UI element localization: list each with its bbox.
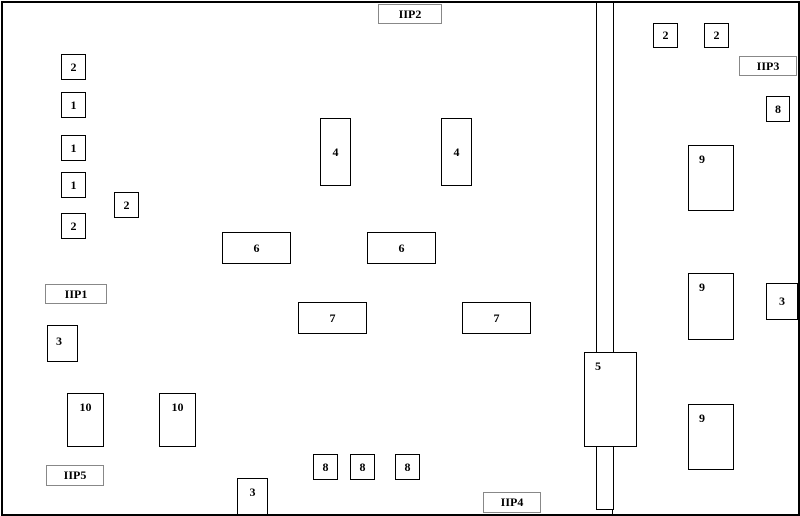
block-1: 1 [61,135,86,161]
block-4: 4 [320,118,351,186]
block-2: 2 [704,23,729,48]
block-3: 3 [766,283,798,320]
block-1: 1 [61,172,86,198]
block-2: 2 [61,54,86,80]
block-1: 1 [61,92,86,118]
block-7: 7 [298,302,367,334]
block-6: 6 [367,232,436,264]
block-8: 8 [395,454,420,480]
label-ip1: IIP1 [45,284,107,304]
block-9: 9 [688,273,734,340]
block-5: 5 [584,352,637,447]
block-10: 10 [67,393,104,447]
block-8: 8 [766,96,790,122]
block-6: 6 [222,232,291,264]
block-2: 2 [61,213,86,239]
block-9: 9 [688,145,734,211]
block-2: 2 [653,23,678,48]
block-3: 3 [237,478,268,515]
block-2: 2 [114,192,139,218]
label-ip3: IIP3 [739,56,797,76]
label-ip4: IIP4 [483,492,541,513]
block-9: 9 [688,404,734,470]
block-10: 10 [159,393,196,447]
block-7: 7 [462,302,531,334]
block-3: 3 [47,325,78,362]
block-8: 8 [350,454,375,480]
label-ip2: IIP2 [378,4,442,24]
block-4: 4 [441,118,472,186]
block-8: 8 [313,454,338,480]
label-ip5: IIP5 [46,465,104,486]
